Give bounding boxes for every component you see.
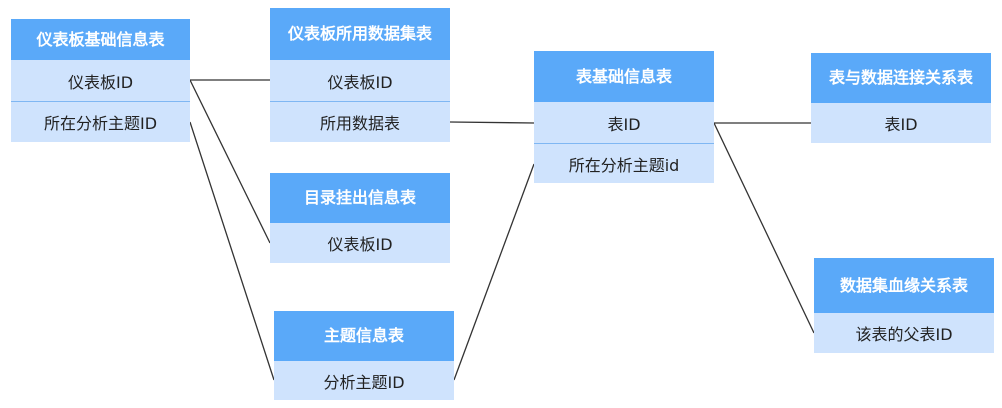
table-catalog-mount: 目录挂出信息表 仪表板ID	[270, 173, 450, 263]
field-topic-id: 分析主题ID	[274, 361, 454, 400]
field-table-topic-id: 所在分析主题id	[534, 143, 714, 183]
field-table-id: 表ID	[534, 102, 714, 143]
table-table-info: 表基础信息表 表ID 所在分析主题id	[534, 51, 714, 183]
field-topic-id: 所在分析主题ID	[11, 101, 190, 142]
link-dataset-table-to-table-id	[449, 121, 535, 124]
table-header: 目录挂出信息表	[270, 173, 450, 223]
field-dataset-table: 所用数据表	[270, 101, 450, 142]
table-header: 数据集血缘关系表	[814, 258, 994, 313]
table-header: 仪表板基础信息表	[11, 19, 190, 60]
field-dashboard-id: 仪表板ID	[11, 60, 190, 101]
table-header: 表基础信息表	[534, 51, 714, 102]
table-topic-info: 主题信息表 分析主题ID	[274, 311, 454, 400]
link-dashboard-id-to-catalog	[189, 79, 271, 244]
table-header: 仪表板所用数据集表	[270, 8, 450, 60]
field-dashboard-id: 仪表板ID	[270, 223, 450, 263]
field-parent-table-id: 该表的父表ID	[814, 313, 994, 353]
table-dataset-lineage: 数据集血缘关系表 该表的父表ID	[814, 258, 994, 353]
link-topic-id-to-topic-table	[189, 121, 275, 381]
table-dashboard-info: 仪表板基础信息表 仪表板ID 所在分析主题ID	[11, 19, 190, 142]
table-table-connection: 表与数据连接关系表 表ID	[811, 53, 991, 143]
table-dashboard-dataset: 仪表板所用数据集表 仪表板ID 所用数据表	[270, 8, 450, 142]
link-topic-to-table-topic-id	[453, 163, 535, 381]
table-header: 表与数据连接关系表	[811, 53, 991, 103]
field-table-id: 表ID	[811, 103, 991, 143]
field-dashboard-id: 仪表板ID	[270, 60, 450, 101]
table-header: 主题信息表	[274, 311, 454, 361]
link-table-id-to-lineage	[713, 122, 815, 334]
